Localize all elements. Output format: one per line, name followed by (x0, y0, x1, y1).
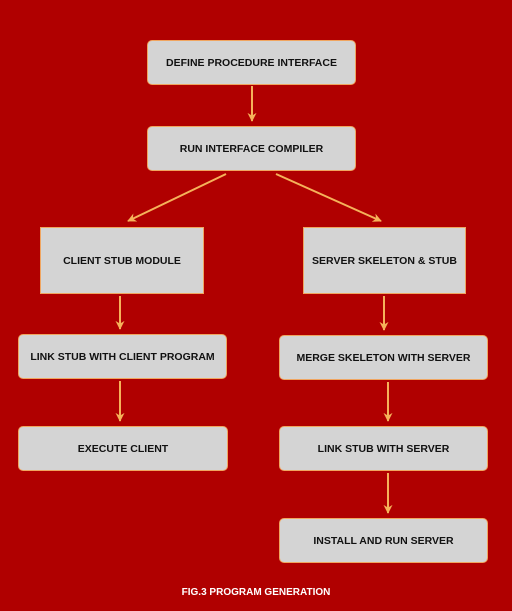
client-stub-module-box: CLIENT STUB MODULE (40, 227, 204, 294)
server-skeleton-stub-box: SERVER SKELETON & STUB (303, 227, 466, 294)
install-run-server-box: INSTALL AND RUN SERVER (279, 518, 488, 563)
arrow-compiler-to-client-stub (127, 173, 227, 222)
define-interface-box: DEFINE PROCEDURE INTERFACE (147, 40, 356, 85)
execute-client-box: EXECUTE CLIENT (18, 426, 228, 471)
merge-skeleton-server-box: MERGE SKELETON WITH SERVER (279, 335, 488, 380)
link-stub-client-box: LINK STUB WITH CLIENT PROGRAM (18, 334, 227, 379)
link-stub-server-box: LINK STUB WITH SERVER (279, 426, 488, 471)
run-compiler-box: RUN INTERFACE COMPILER (147, 126, 356, 171)
figure-caption: FIG.3 PROGRAM GENERATION (181, 587, 331, 598)
arrow-compiler-to-server-skeleton (275, 173, 382, 222)
